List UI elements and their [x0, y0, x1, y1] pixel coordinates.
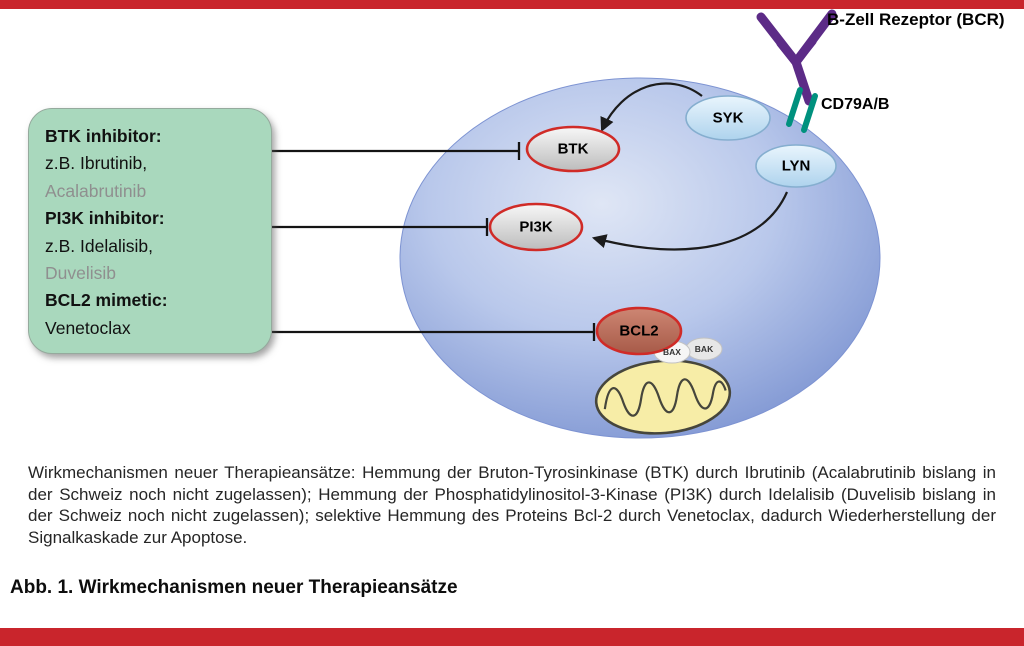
syk-node-shape: [685, 95, 771, 141]
pi3k-node-label: PI3K: [519, 218, 553, 236]
inhibitor-legend-box: BTK inhibitor: z.B. Ibrutinib, Acalabrut…: [28, 108, 272, 354]
btk-node-label: BTK: [557, 140, 589, 158]
legend-idelalisib: z.B. Idelalisib,: [45, 235, 153, 256]
cd79-label: CD79A/B: [821, 96, 890, 113]
bcr-receptor-icon: [756, 9, 837, 106]
lyn-node-label: LYN: [781, 157, 811, 175]
inhibition-line-btk: [272, 142, 521, 160]
legend-acalabrutinib: Acalabrutinib: [45, 180, 147, 201]
arrow-lyn-to-pi3k: [591, 191, 789, 251]
legend-duvelisib: Duvelisib: [45, 263, 116, 284]
pi3k-node-shape: [488, 202, 584, 252]
bax-label: BAX: [663, 347, 681, 357]
figure-caption: Wirkmechanismen neuer Therapieansätze: H…: [28, 463, 996, 547]
cd79-icon: [786, 87, 818, 133]
bcl2-node-label: BCL2: [619, 322, 659, 340]
legend-venetoclax: Venetoclax: [45, 317, 131, 338]
legend-btk-inhibitor-header: BTK inhibitor:: [45, 126, 162, 146]
top-accent-bar: [0, 0, 1024, 9]
btk-node-shape: [525, 125, 621, 173]
legend-bcl2-mimetic-header: BCL2 mimetic:: [45, 290, 168, 311]
bcr-label: B-Zell Rezeptor (BCR): [827, 10, 1005, 29]
lyn-node-shape: [755, 144, 837, 188]
bak-label: BAK: [694, 344, 714, 354]
inhibition-line-pi3k: [272, 218, 489, 236]
syk-node-label: SYK: [712, 109, 744, 127]
inhibition-line-bcl2: [272, 323, 596, 341]
legend-pi3k-inhibitor-header: PI3K inhibitor:: [45, 208, 165, 229]
bcl2-node-shape: [595, 306, 683, 356]
mitochondria-cristae: [603, 378, 727, 417]
legend-ibrutinib: z.B. Ibrutinib,: [45, 153, 148, 174]
figure-title: Abb. 1. Wirkmechanismen neuer Therapiean…: [10, 577, 458, 598]
arrow-syk-to-btk: [600, 82, 703, 132]
bottom-accent-bar: [0, 628, 1024, 646]
mitochondria-icon: [594, 359, 732, 435]
